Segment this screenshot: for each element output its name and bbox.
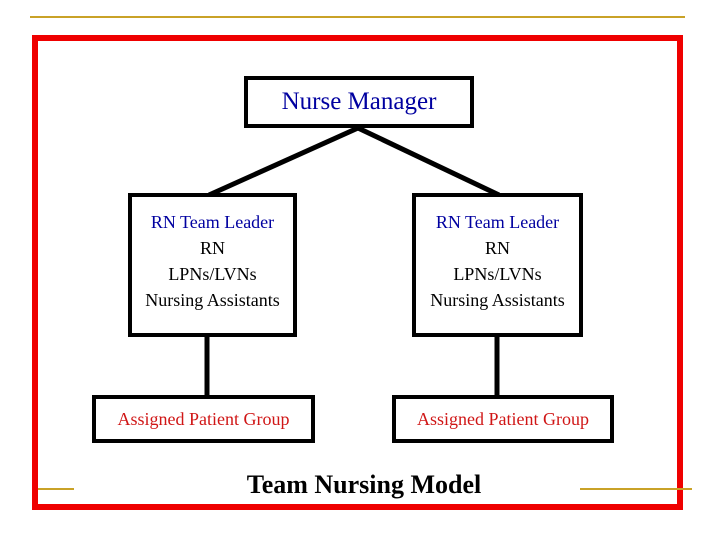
node-assigned-patient-group-right[interactable]: Assigned Patient Group (392, 395, 614, 443)
node-assigned-patient-group-left[interactable]: Assigned Patient Group (92, 395, 315, 443)
red-border-frame (32, 35, 683, 510)
node-assigned-patient-group-right-title: Assigned Patient Group (417, 409, 589, 429)
node-assigned-patient-group-left-title: Assigned Patient Group (117, 409, 290, 429)
gold-rule-bottom-right (580, 488, 692, 490)
gold-rule-bottom-left (38, 488, 74, 490)
node-rn-team-leader-left-line-1: RN (199, 238, 225, 258)
gold-rule-top (30, 16, 685, 18)
node-rn-team-leader-left[interactable]: RN Team Leader RN LPNs/LVNs Nursing Assi… (128, 193, 297, 337)
node-rn-team-leader-right-line-3: Nursing Assistants (430, 290, 565, 310)
node-rn-team-leader-right-line-1: RN (484, 238, 510, 258)
node-rn-team-leader-right-title: RN Team Leader (435, 212, 560, 232)
slide-caption: Team Nursing Model (246, 470, 482, 499)
node-rn-team-leader-left-line-2: LPNs/LVNs (168, 264, 257, 284)
node-nurse-manager[interactable]: Nurse Manager (244, 76, 474, 128)
node-rn-team-leader-right[interactable]: RN Team Leader RN LPNs/LVNs Nursing Assi… (412, 193, 583, 337)
node-nurse-manager-title: Nurse Manager (281, 88, 437, 115)
node-rn-team-leader-right-line-2: LPNs/LVNs (453, 264, 542, 284)
node-rn-team-leader-left-title: RN Team Leader (150, 212, 275, 232)
node-rn-team-leader-left-line-3: Nursing Assistants (145, 290, 280, 310)
